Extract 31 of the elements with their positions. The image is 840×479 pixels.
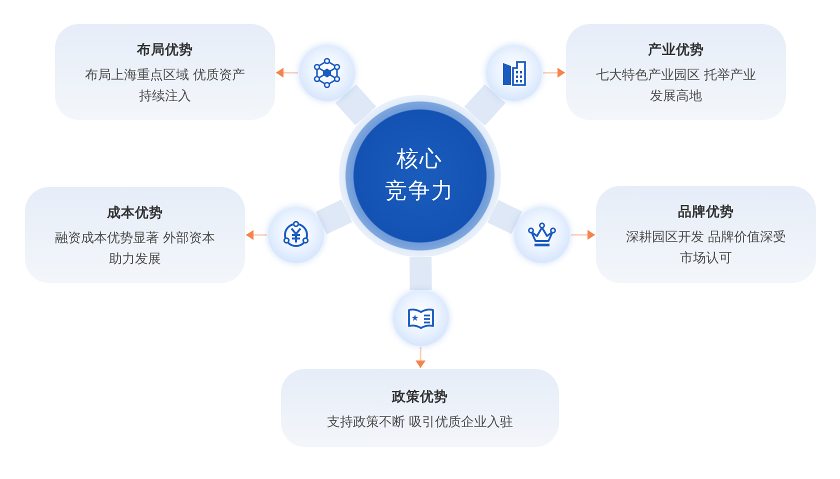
card-title: 政策优势 [392, 388, 448, 407]
card-text: 支持政策不断 吸引优质企业入驻 [326, 414, 514, 432]
card-text: 深耕园区开发 品牌价值深受市场认可 [624, 228, 788, 268]
card-text: 布局上海重点区域 优质资产持续注入 [84, 66, 246, 106]
spoke-band [487, 200, 522, 234]
crown-icon [514, 207, 570, 263]
info-card [566, 24, 786, 120]
card-title: 成本优势 [107, 204, 163, 223]
card-text: 七大特色产业园区 托举产业发展高地 [594, 66, 758, 106]
arrow [571, 230, 595, 240]
arrow [276, 68, 298, 78]
arrow [246, 230, 267, 240]
info-card [596, 186, 816, 283]
buildings-icon [486, 45, 542, 101]
card-title: 品牌优势 [678, 203, 734, 222]
spoke-band [335, 84, 376, 126]
card-title: 产业优势 [648, 41, 704, 60]
spoke-band [410, 256, 432, 290]
spoke-band [464, 84, 506, 126]
core-label: 核心竞争力 [385, 146, 455, 206]
yen-icon [268, 207, 324, 263]
arrow [416, 346, 426, 368]
info-card [281, 369, 559, 447]
spoke-band [316, 200, 352, 234]
info-card [25, 187, 245, 283]
network-icon [299, 45, 355, 101]
card-title: 布局优势 [137, 41, 193, 60]
book-icon [393, 290, 449, 346]
card-text: 融资成本优势显著 外部资本助力发展 [54, 230, 216, 268]
arrow [543, 68, 565, 78]
info-card [55, 24, 275, 120]
